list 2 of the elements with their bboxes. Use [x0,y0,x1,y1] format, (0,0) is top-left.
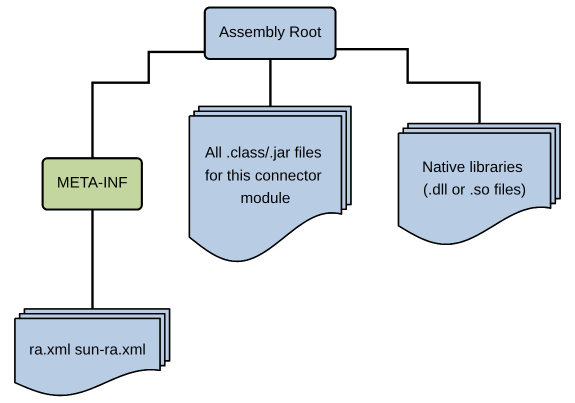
connector [336,48,481,126]
connector [91,50,206,160]
